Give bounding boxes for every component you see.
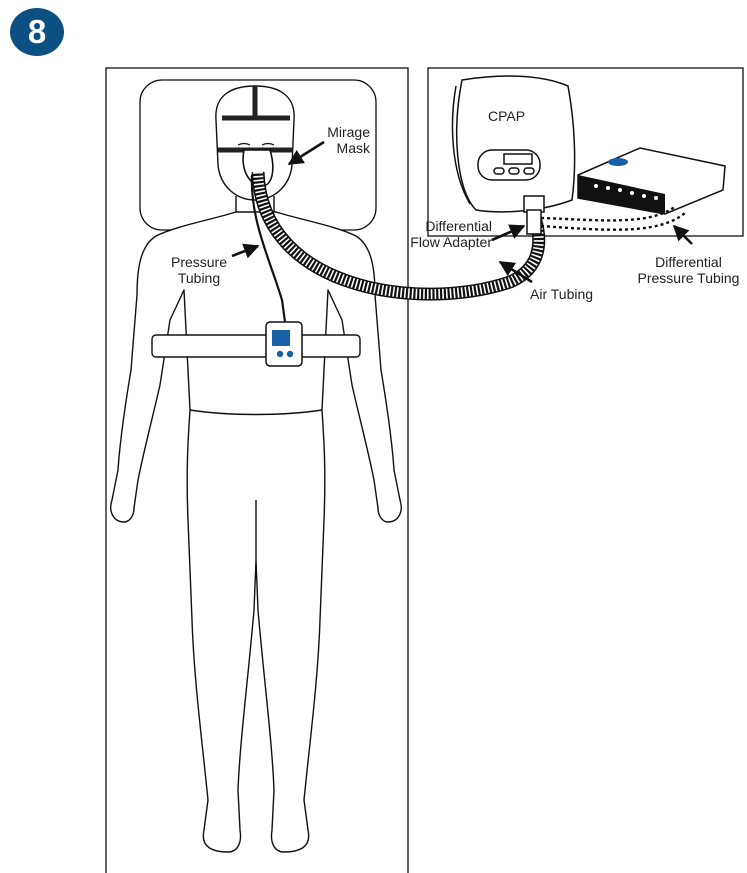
- mirage-mask-label-line-2: Mask: [318, 140, 370, 156]
- differential-flow-adapter: [527, 210, 541, 234]
- pressure-tubing-label-line-2: Tubing: [166, 270, 232, 286]
- mirage-mask-label-line-1: Mirage: [318, 124, 370, 140]
- differential-pressure-tubing-label-line-2: Pressure Tubing: [632, 270, 745, 286]
- arrow-flow-adapter: [492, 226, 524, 240]
- pressure-amplifier-unit: [578, 148, 725, 214]
- arrow-pressure-tubing-differential: [674, 226, 692, 244]
- chest-belt: [152, 335, 360, 357]
- flow-adapter-label: Differential Flow Adapter: [400, 218, 492, 250]
- pressure-tubing-label: Pressure Tubing: [166, 254, 232, 286]
- cpap-label: CPAP: [488, 108, 525, 124]
- flow-adapter-label-line-1: Differential: [400, 218, 492, 234]
- air-tubing-label: Air Tubing: [530, 286, 593, 302]
- recorder-device: [266, 322, 302, 366]
- cpap-unit: [453, 76, 575, 212]
- flow-adapter-label-line-2: Flow Adapter: [400, 234, 492, 250]
- differential-pressure-tubing-label: Differential Pressure Tubing: [632, 254, 745, 286]
- differential-pressure-tubing-label-line-1: Differential: [632, 254, 745, 270]
- pressure-tubing-label-line-1: Pressure: [166, 254, 232, 270]
- mirage-mask-label: Mirage Mask: [318, 124, 370, 156]
